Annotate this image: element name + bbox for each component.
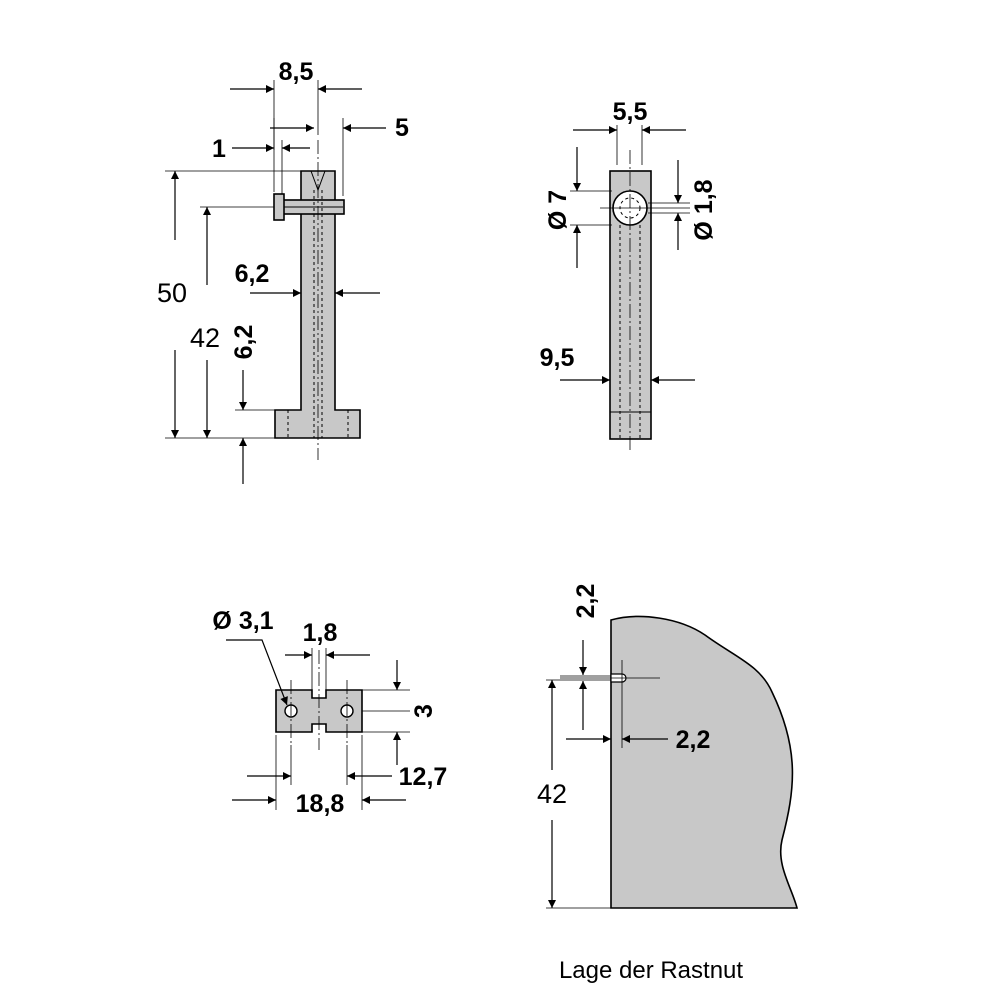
detail-view-panel — [610, 615, 799, 909]
detail-view: 2,2 2,2 42 Lage der Rastnut — [537, 584, 799, 984]
dim-side-slot-1: 1 — [212, 135, 226, 163]
dim-front-hole-diameter: Ø 7 — [544, 190, 572, 230]
dim-detail-height-42: 42 — [537, 779, 567, 809]
dim-detail-groove-depth-horizontal: 2,2 — [676, 726, 711, 754]
dim-front-width-top: 5,5 — [613, 98, 648, 126]
side-view: 8,5 5 1 50 42 6,2 6,2 — [157, 58, 409, 484]
bottom-view: Ø 3,1 1,8 3 12,7 18,8 — [212, 607, 447, 818]
front-view: 5,5 Ø 7 Ø 1,8 9,5 — [540, 98, 718, 450]
dim-bottom-groove: 1,8 — [303, 619, 338, 647]
detail-caption: Lage der Rastnut — [559, 957, 743, 984]
dim-side-foot-height: 6,2 — [230, 325, 258, 360]
dim-side-stem-width: 6,2 — [235, 260, 270, 288]
dim-side-height-42: 42 — [190, 323, 220, 353]
dim-bottom-hole-diameter: Ø 3,1 — [212, 607, 273, 635]
dim-detail-groove-depth-vertical: 2,2 — [572, 584, 600, 619]
dim-bottom-hole-spacing: 12,7 — [399, 763, 448, 791]
dim-side-slot-5: 5 — [395, 114, 409, 142]
dim-side-height-total: 50 — [157, 278, 187, 308]
dim-front-width-body: 9,5 — [540, 344, 575, 372]
dim-bottom-height: 3 — [410, 704, 438, 718]
side-view-body — [274, 170, 361, 439]
side-view-pin-head — [273, 193, 285, 221]
dim-side-width-top: 8,5 — [279, 58, 314, 86]
dim-bottom-total-width: 18,8 — [296, 790, 345, 818]
dim-front-pin-diameter: Ø 1,8 — [690, 179, 718, 240]
